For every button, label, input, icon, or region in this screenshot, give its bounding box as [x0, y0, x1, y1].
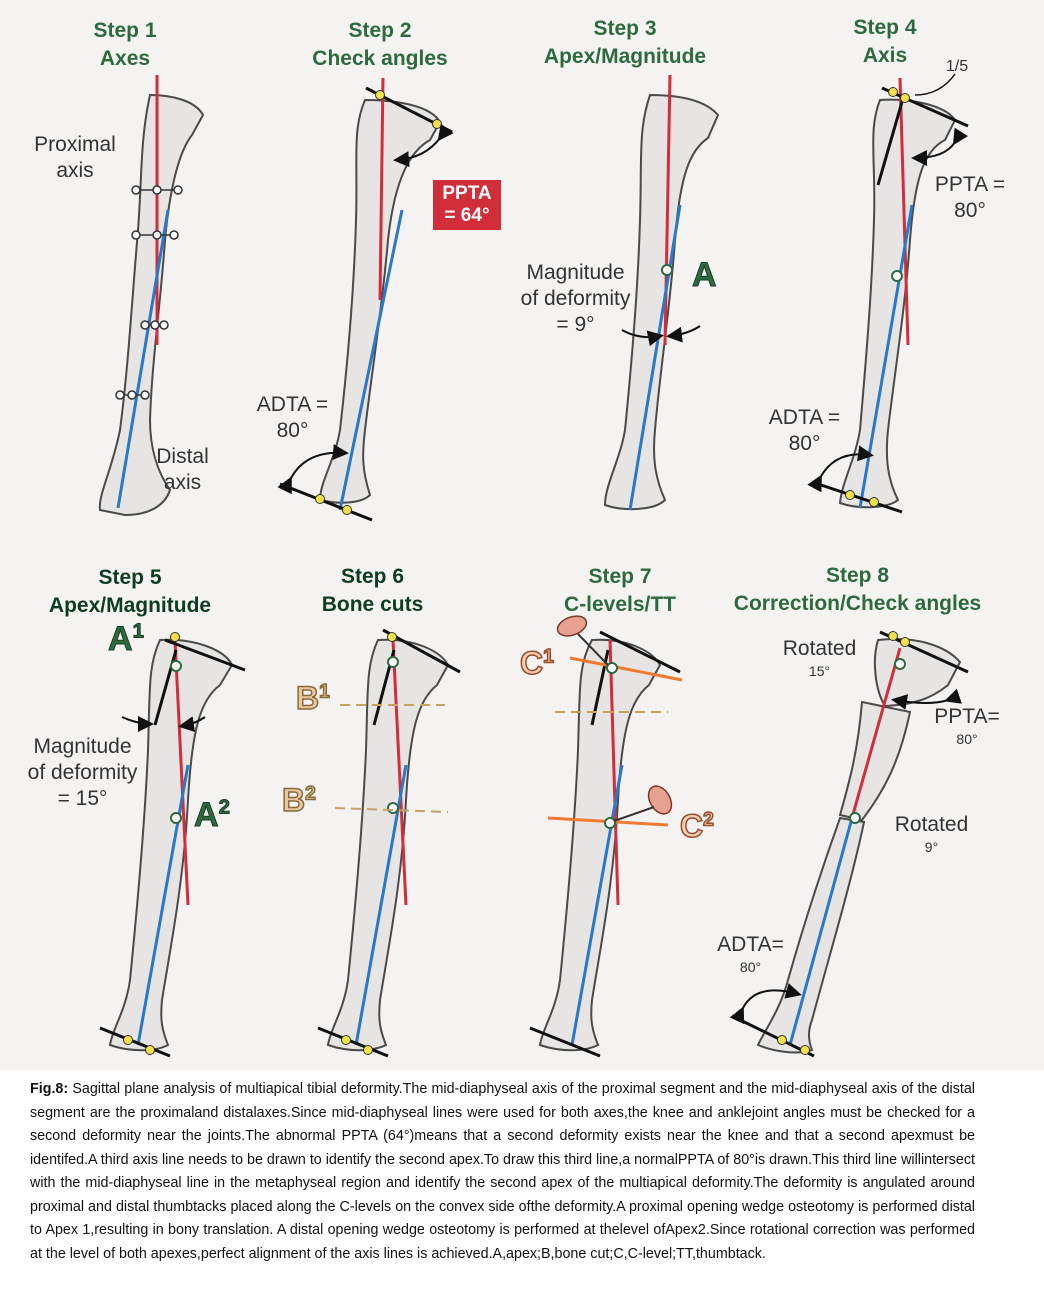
clevel-c2-sup: 2 [702, 809, 714, 832]
apex-a2-letter: A [194, 796, 220, 835]
magnitude-9-line3: = 9° [556, 313, 595, 336]
proximal-axis-line2: axis [56, 159, 94, 182]
apex-a1-sup: 1 [132, 620, 144, 643]
magnitude-9-label: Magnitude of deformity = 9° [508, 260, 643, 338]
step5-number: Step 5 [98, 566, 162, 589]
step5-title: Step 5 Apex/Magnitude [30, 564, 230, 620]
magnitude-15-label: Magnitude of deformity = 15° [15, 734, 150, 812]
step8-ppta-label: PPTA= 80° [928, 704, 1006, 748]
step6-title: Step 6 Bone cuts [300, 563, 445, 619]
magnitude-9-line2: of deformity [520, 287, 631, 310]
distal-axis-line1: Distal [156, 445, 209, 468]
figure-caption: Fig.8: Sagittal plane analysis of multia… [30, 1078, 975, 1266]
step7-bone-drawing [529, 615, 683, 1058]
rotated-9-line1: Rotated [894, 813, 969, 836]
step4-name: Axis [862, 44, 908, 67]
clevel-c1-sup: 1 [542, 646, 554, 669]
clevel-c1-label: C1 [519, 644, 554, 682]
bone-cut-b1-sup: 1 [318, 681, 330, 704]
ppta-64-line1: PPTA [442, 183, 492, 204]
step4-bone-drawing [807, 73, 969, 514]
step8-bone-drawing [729, 630, 969, 1058]
bone-cut-b2-label: B2 [281, 781, 316, 819]
clevel-c2-label: C2 [679, 807, 714, 845]
step7-number: Step 7 [588, 565, 652, 588]
step4-ppta-label: PPTA = 80° [930, 172, 1010, 224]
apex-a-label: A [692, 256, 718, 295]
step3-number: Step 3 [593, 17, 657, 40]
step1-title: Step 1 Axes [60, 17, 190, 73]
magnitude-15-line3: = 15° [57, 787, 108, 810]
distal-axis-line2: axis [163, 471, 202, 494]
figure-drawings [98, 73, 969, 1058]
step8-number: Step 8 [825, 564, 890, 587]
apex-a1-label: A1 [108, 620, 145, 659]
step4-adta-line1: ADTA = [768, 406, 841, 429]
magnitude-9-line1: Magnitude [526, 261, 625, 284]
one-fifth-label: 1/5 [945, 58, 969, 75]
magnitude-15-line1: Magnitude [33, 735, 132, 758]
step3-bone-drawing [603, 74, 720, 511]
step4-number: Step 4 [853, 16, 917, 39]
proximal-axis-label: Proximal axis [20, 132, 130, 184]
step2-adta-line2: 80° [276, 419, 309, 442]
step6-bone-drawing [317, 628, 461, 1058]
ppta-64-line2: = 64° [444, 205, 490, 226]
bone-cut-b2-sup: 2 [304, 783, 316, 806]
step1-bone-drawing [98, 75, 205, 517]
proximal-axis-line1: Proximal [34, 133, 116, 156]
bone-cut-b1-label: B1 [295, 679, 330, 717]
step8-name: Correction/Check angles [733, 592, 982, 615]
step8-adta-line2: 80° [739, 959, 762, 975]
step2-number: Step 2 [348, 19, 412, 42]
rotated-15-line1: Rotated [782, 637, 857, 660]
step1-number: Step 1 [93, 19, 157, 42]
figure-caption-label: Fig.8: [30, 1081, 69, 1097]
rotated-15-line2: 15° [808, 663, 831, 679]
step3-name: Apex/Magnitude [543, 45, 707, 68]
rotated-15-label: Rotated 15° [772, 636, 867, 680]
bone-cut-b1-letter: B [295, 679, 320, 717]
step8-adta-label: ADTA= 80° [708, 932, 793, 976]
step2-adta-line1: ADTA = [256, 393, 329, 416]
apex-a1-letter: A [108, 620, 134, 659]
step2-bone-drawing [277, 77, 454, 522]
step6-name: Bone cuts [321, 593, 424, 616]
step7-name: C-levels/TT [563, 593, 677, 616]
step7-title: Step 7 C-levels/TT [545, 563, 695, 619]
step2-title: Step 2 Check angles [295, 17, 465, 73]
step4-adta-line2: 80° [788, 432, 821, 455]
step8-title: Step 8 Correction/Check angles [715, 562, 1000, 618]
step4-ppta-line1: PPTA = [934, 173, 1006, 196]
step1-name: Axes [99, 47, 151, 70]
rotated-9-label: Rotated 9° [884, 812, 979, 856]
step2-name: Check angles [312, 47, 448, 70]
step6-number: Step 6 [340, 565, 405, 588]
step8-ppta-line1: PPTA= [934, 705, 1000, 728]
apex-a2-sup: 2 [218, 796, 230, 819]
bone-cut-b2-letter: B [281, 781, 306, 819]
clevel-c2-letter: C [679, 807, 704, 845]
apex-a2-label: A2 [194, 796, 231, 835]
step5-name: Apex/Magnitude [48, 594, 212, 617]
step4-ppta-line2: 80° [954, 199, 986, 222]
step4-adta-label: ADTA = 80° [762, 405, 847, 457]
step5-bone-drawing [99, 632, 246, 1058]
step3-title: Step 3 Apex/Magnitude [520, 15, 730, 71]
distal-axis-label: Distal axis [140, 444, 225, 496]
rotated-9-line2: 9° [924, 839, 939, 855]
step8-ppta-line2: 80° [956, 731, 978, 747]
step4-title: Step 4 Axis [820, 14, 950, 70]
clevel-c1-letter: C [519, 644, 544, 682]
ppta-64-box: PPTA = 64° [433, 180, 501, 230]
magnitude-15-line2: of deformity [27, 761, 138, 784]
step8-adta-line1: ADTA= [717, 933, 784, 956]
figure-caption-text: Sagittal plane analysis of multiapical t… [30, 1081, 975, 1262]
step2-adta-label: ADTA = 80° [250, 392, 335, 444]
